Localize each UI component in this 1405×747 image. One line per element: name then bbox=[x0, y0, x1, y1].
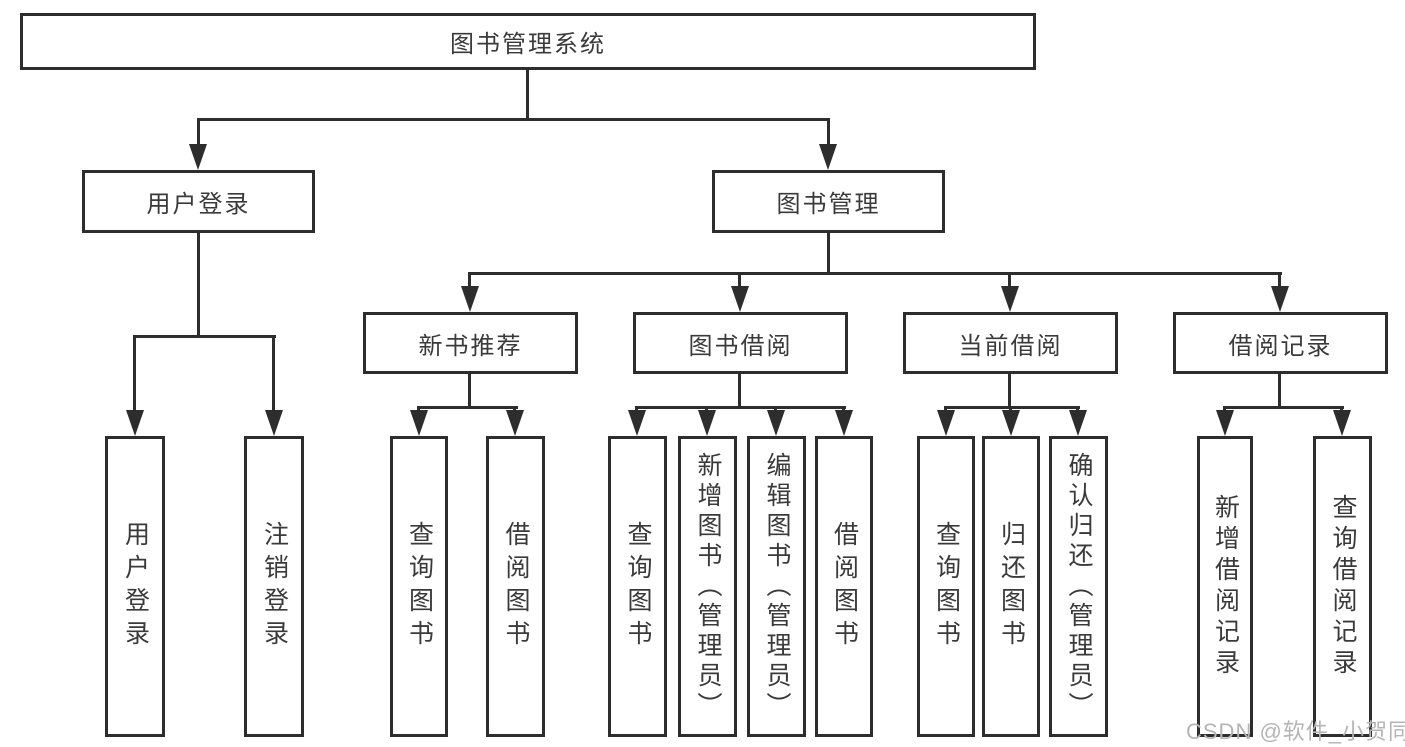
leaf-recommend-query-books: 查询图书 bbox=[390, 436, 448, 737]
leaf-borrowing-edit-books-admin: 编辑图书（管理员） bbox=[747, 436, 806, 737]
arrow-down-icon bbox=[1001, 286, 1019, 312]
connector-line bbox=[1278, 374, 1281, 408]
connector-line bbox=[197, 233, 200, 335]
arrow-down-icon bbox=[1271, 286, 1289, 312]
leaf-recommend-borrow-books: 借阅图书 bbox=[486, 436, 545, 737]
arrow-down-icon bbox=[628, 410, 646, 436]
leaf-borrowing-borrow-books-label: 借阅图书 bbox=[830, 520, 859, 653]
connector-line bbox=[1278, 272, 1281, 288]
node-borrowing-records: 借阅记录 bbox=[1173, 312, 1388, 374]
arrow-down-icon bbox=[1002, 410, 1020, 436]
leaf-current-query-books-label: 查询图书 bbox=[932, 520, 961, 653]
node-new-book-recommendation-label: 新书推荐 bbox=[418, 332, 523, 360]
connector-line bbox=[635, 406, 846, 409]
arrow-down-icon bbox=[1069, 410, 1087, 436]
leaf-borrowing-query-books: 查询图书 bbox=[608, 436, 667, 737]
node-user-login: 用户登录 bbox=[82, 170, 315, 233]
arrow-down-icon bbox=[265, 410, 283, 436]
leaf-current-return-books-label: 归还图书 bbox=[997, 520, 1026, 653]
connector-line bbox=[197, 118, 200, 147]
connector-line bbox=[827, 233, 830, 272]
leaf-borrowing-query-books-label: 查询图书 bbox=[624, 520, 652, 653]
connector-line bbox=[827, 118, 830, 147]
leaf-logout-label: 注销登录 bbox=[260, 520, 289, 653]
leaf-user-login-label: 用户登录 bbox=[121, 520, 150, 653]
arrow-down-icon bbox=[189, 144, 207, 170]
connector-line bbox=[1223, 406, 1344, 409]
leaf-borrowing-edit-books-admin-label: 编辑图书（管理员） bbox=[763, 451, 791, 722]
connector-line bbox=[738, 272, 741, 288]
connector-line bbox=[944, 406, 1080, 409]
arrow-down-icon bbox=[819, 144, 837, 170]
leaf-recommend-query-books-label: 查询图书 bbox=[405, 520, 434, 653]
connector-line bbox=[468, 272, 1282, 275]
leaf-current-return-books: 归还图书 bbox=[982, 436, 1040, 737]
arrow-down-icon bbox=[835, 410, 853, 436]
node-root-label: 图书管理系统 bbox=[450, 31, 606, 58]
arrow-down-icon bbox=[698, 410, 716, 436]
node-current-borrowing: 当前借阅 bbox=[903, 312, 1118, 374]
arrow-down-icon bbox=[1216, 410, 1234, 436]
connector-line bbox=[468, 374, 471, 408]
arrow-down-icon bbox=[1333, 410, 1351, 436]
connector-line bbox=[272, 335, 275, 412]
leaf-records-add-borrow-record-label: 新增借阅记录 bbox=[1211, 493, 1240, 680]
arrow-down-icon bbox=[767, 410, 785, 436]
connector-line bbox=[197, 118, 830, 121]
connector-line bbox=[133, 335, 136, 412]
node-book-borrowing-label: 图书借阅 bbox=[688, 332, 793, 360]
leaf-records-query-borrow-record: 查询借阅记录 bbox=[1313, 436, 1372, 737]
node-root: 图书管理系统 bbox=[20, 13, 1036, 70]
node-book-management-label: 图书管理 bbox=[776, 191, 881, 218]
leaf-records-add-borrow-record: 新增借阅记录 bbox=[1197, 436, 1253, 737]
node-user-login-label: 用户登录 bbox=[146, 191, 251, 218]
connector-line bbox=[1008, 374, 1011, 408]
connector-line bbox=[526, 70, 529, 118]
leaf-current-confirm-return-admin: 确认归还（管理员） bbox=[1049, 436, 1108, 737]
arrow-down-icon bbox=[731, 286, 749, 312]
node-current-borrowing-label: 当前借阅 bbox=[958, 332, 1063, 360]
connector-line bbox=[417, 406, 518, 409]
node-book-borrowing: 图书借阅 bbox=[633, 312, 848, 374]
connector-line bbox=[1008, 272, 1011, 288]
leaf-current-query-books: 查询图书 bbox=[917, 436, 975, 737]
arrow-down-icon bbox=[410, 410, 428, 436]
arrow-down-icon bbox=[126, 410, 144, 436]
leaf-current-confirm-return-admin-label: 确认归还（管理员） bbox=[1065, 451, 1093, 722]
leaf-borrowing-borrow-books: 借阅图书 bbox=[815, 436, 873, 737]
arrow-down-icon bbox=[506, 410, 524, 436]
leaf-recommend-borrow-books-label: 借阅图书 bbox=[502, 520, 530, 653]
leaf-borrowing-add-books-admin: 新增图书（管理员） bbox=[678, 436, 737, 737]
node-new-book-recommendation: 新书推荐 bbox=[363, 312, 578, 374]
leaf-borrowing-add-books-admin-label: 新增图书（管理员） bbox=[694, 451, 722, 722]
node-book-management: 图书管理 bbox=[712, 170, 945, 233]
arrow-down-icon bbox=[937, 410, 955, 436]
leaf-records-query-borrow-record-label: 查询借阅记录 bbox=[1329, 493, 1357, 680]
connector-line bbox=[468, 272, 471, 288]
node-borrowing-records-label: 借阅记录 bbox=[1228, 332, 1333, 360]
leaf-logout: 注销登录 bbox=[244, 436, 304, 737]
csdn-watermark: CSDN @软件_小贺同学 bbox=[1186, 719, 1405, 744]
leaf-user-login: 用户登录 bbox=[105, 436, 165, 737]
connector-line bbox=[133, 335, 276, 338]
arrow-down-icon bbox=[461, 286, 479, 312]
connector-line bbox=[738, 374, 741, 408]
